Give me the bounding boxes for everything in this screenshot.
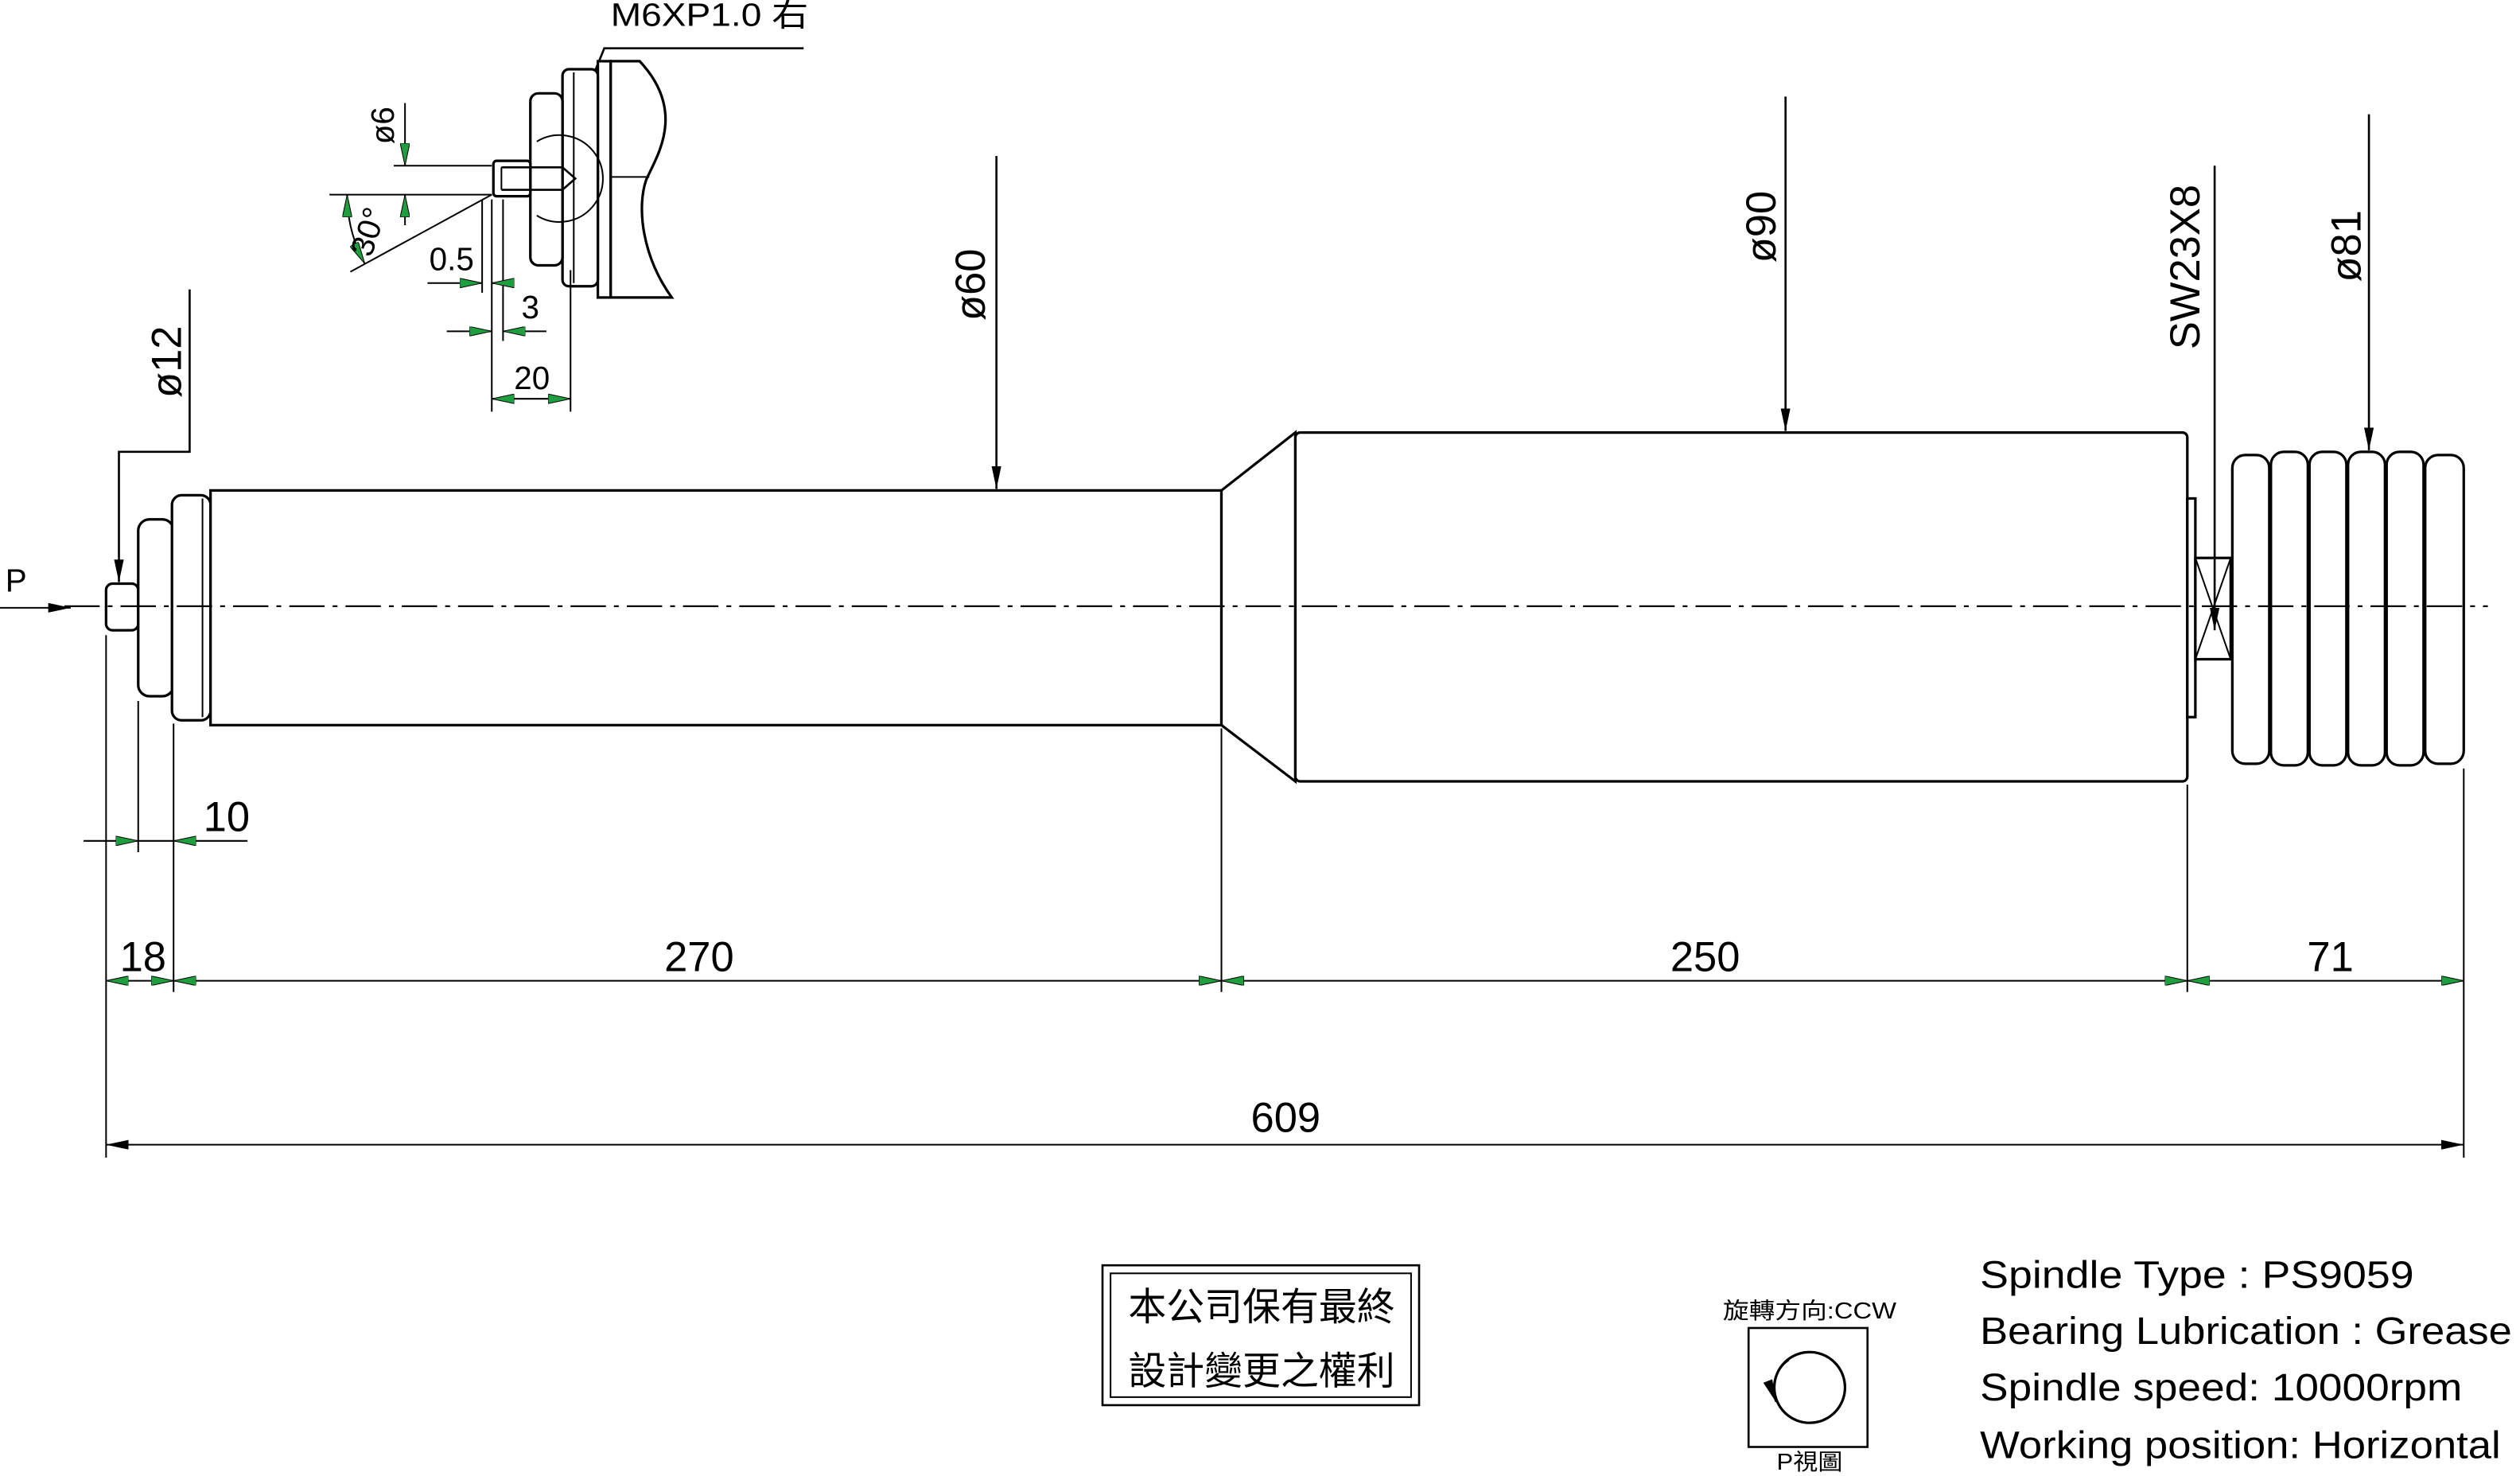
segment-3-label: 250 bbox=[1670, 933, 1740, 980]
angle-leg-line bbox=[349, 193, 492, 273]
segment-4-label: 71 bbox=[2307, 933, 2353, 980]
spec-working-position: Working position: Horizontal bbox=[1980, 1424, 2501, 1467]
view-marker-label: P bbox=[6, 563, 27, 599]
detail-tip bbox=[492, 159, 532, 198]
thread-callout: M6XP1.0 右 bbox=[611, 0, 809, 33]
detail-collar bbox=[561, 68, 600, 288]
nut-rib bbox=[2269, 450, 2309, 767]
linear-dimensions: 10 18 270 250 71 609 bbox=[84, 635, 2465, 1158]
dim-depth-label: 3 bbox=[522, 289, 539, 325]
spindle-specifications: Spindle Type : PS9059 Bearing Lubricatio… bbox=[1980, 1253, 2512, 1466]
nut-rib bbox=[2424, 454, 2465, 765]
view-direction-marker: P bbox=[0, 563, 71, 613]
nut-rib bbox=[2308, 450, 2348, 767]
spec-spindle-speed: Spindle speed: 10000rpm bbox=[1980, 1366, 2462, 1409]
leader-line bbox=[114, 289, 191, 582]
nut-rib bbox=[2385, 450, 2425, 767]
clamping-nut bbox=[2230, 450, 2465, 767]
notice-inner-frame bbox=[1110, 1272, 1412, 1398]
front-flange bbox=[137, 518, 175, 698]
segment-1-label: 18 bbox=[120, 933, 166, 980]
detail-circle bbox=[536, 134, 604, 223]
rights-notice-box: 本公司保有最終 設計變更之權利 bbox=[1101, 1264, 1421, 1407]
spec-spindle-type: Spindle Type : PS9059 bbox=[1980, 1253, 2414, 1296]
nut-rib bbox=[2347, 450, 2386, 767]
notice-line-1: 本公司保有最終 bbox=[1128, 1286, 1394, 1329]
detail-body-step bbox=[596, 60, 612, 299]
nut-diameter-label: ø81 bbox=[2323, 210, 2370, 282]
angle-arc bbox=[347, 195, 366, 264]
spindle-side-view bbox=[64, 430, 2488, 785]
notice-outer-frame bbox=[1101, 1264, 1421, 1407]
diameter-callouts: ø12 ø60 ø90 SW23X8 ø81 bbox=[114, 96, 2374, 631]
tip-diameter-label: ø12 bbox=[144, 325, 191, 398]
segment-2-label: 270 bbox=[664, 933, 734, 980]
overall-length-label: 609 bbox=[1251, 1095, 1321, 1142]
tip-detail-view: M6XP1.0 右 ø6 30° 0.5 3 bbox=[329, 0, 809, 412]
spec-bearing-lubrication: Bearing Lubrication : Grease bbox=[1980, 1310, 2512, 1353]
rotation-direction-view: 旋轉方向:CCW P視圖 bbox=[1723, 1298, 1897, 1474]
shaft-diameter-label: ø60 bbox=[947, 248, 994, 320]
detail-body-break bbox=[609, 60, 675, 299]
housing-diameter-label: ø90 bbox=[1738, 191, 1785, 263]
p-view-caption: P視圖 bbox=[1777, 1449, 1843, 1474]
ccw-rotation-arrow bbox=[1763, 1359, 1790, 1403]
flange-dimension-label: 10 bbox=[204, 794, 250, 841]
wrench-flats-label: SW23X8 bbox=[2162, 185, 2209, 349]
shaft-body bbox=[209, 489, 1223, 726]
nut-rib bbox=[2230, 454, 2271, 765]
dim-small-label: 0.5 bbox=[430, 241, 474, 278]
drilled-hole bbox=[501, 166, 578, 191]
detail-flange bbox=[529, 92, 564, 267]
hole-diameter-label: ø6 bbox=[364, 107, 401, 144]
front-collar bbox=[170, 493, 212, 722]
rotation-direction-label: 旋轉方向:CCW bbox=[1723, 1298, 1897, 1323]
notice-line-2: 設計變更之權利 bbox=[1128, 1350, 1394, 1393]
end-face-section bbox=[1747, 1326, 1869, 1448]
dim-length-label: 20 bbox=[514, 360, 550, 396]
